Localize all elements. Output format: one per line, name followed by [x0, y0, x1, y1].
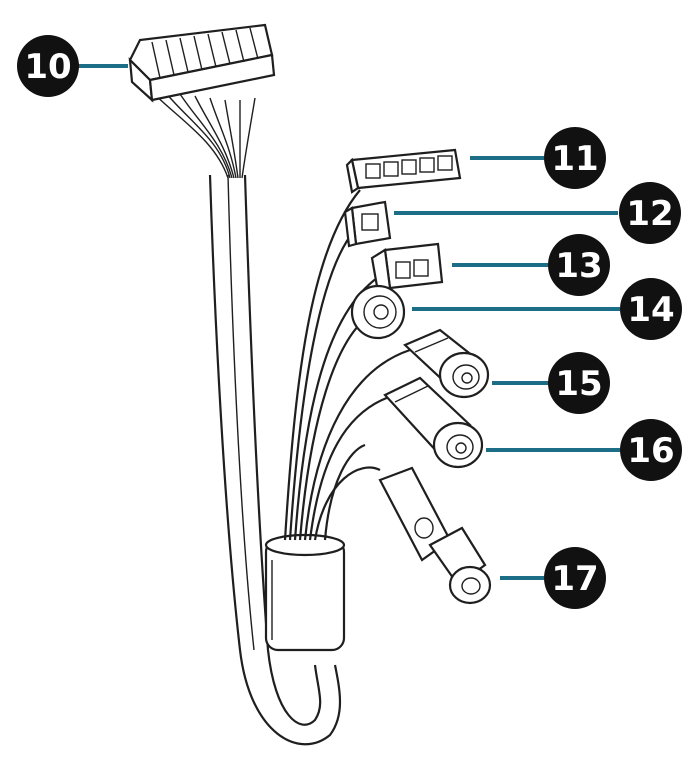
callout-12: 12 — [619, 182, 681, 244]
callout-badge — [548, 234, 610, 296]
callout-label: 12 — [626, 194, 673, 234]
rca-connector-16 — [383, 376, 484, 469]
callout-15: 15 — [548, 352, 610, 414]
wire-fan-10 — [149, 89, 256, 179]
callout-10: 10 — [17, 35, 79, 97]
callout-label: 16 — [627, 431, 674, 471]
terminal-block-10 — [128, 23, 276, 103]
callout-badge — [544, 127, 606, 189]
callout-badge — [544, 547, 606, 609]
callout-16: 16 — [620, 419, 682, 481]
callout-label: 17 — [551, 559, 598, 599]
callout-label: 11 — [551, 139, 598, 179]
main-cable — [208, 174, 342, 746]
callout-badge — [620, 419, 682, 481]
ferrite-core — [264, 533, 346, 652]
callout-14: 14 — [620, 278, 682, 340]
terminal-block-11 — [345, 148, 462, 194]
callout-label: 15 — [555, 364, 602, 404]
callout-label: 13 — [555, 246, 602, 286]
callout-11: 11 — [544, 127, 606, 189]
callout-badge — [619, 182, 681, 244]
terminal-block-13 — [370, 242, 444, 294]
power-jack-14 — [350, 284, 406, 340]
callout-17: 17 — [544, 547, 606, 609]
callout-label: 10 — [24, 47, 71, 87]
leader-lines — [78, 64, 620, 580]
branch-wires — [283, 189, 411, 541]
square-jack-12 — [343, 200, 392, 248]
bnc-connector-17 — [378, 466, 492, 605]
callout-13: 13 — [548, 234, 610, 296]
callout-badge — [17, 35, 79, 97]
callout-label: 14 — [627, 290, 674, 330]
callout-badge — [548, 352, 610, 414]
callout-badge — [620, 278, 682, 340]
rca-connector-15 — [403, 328, 490, 399]
